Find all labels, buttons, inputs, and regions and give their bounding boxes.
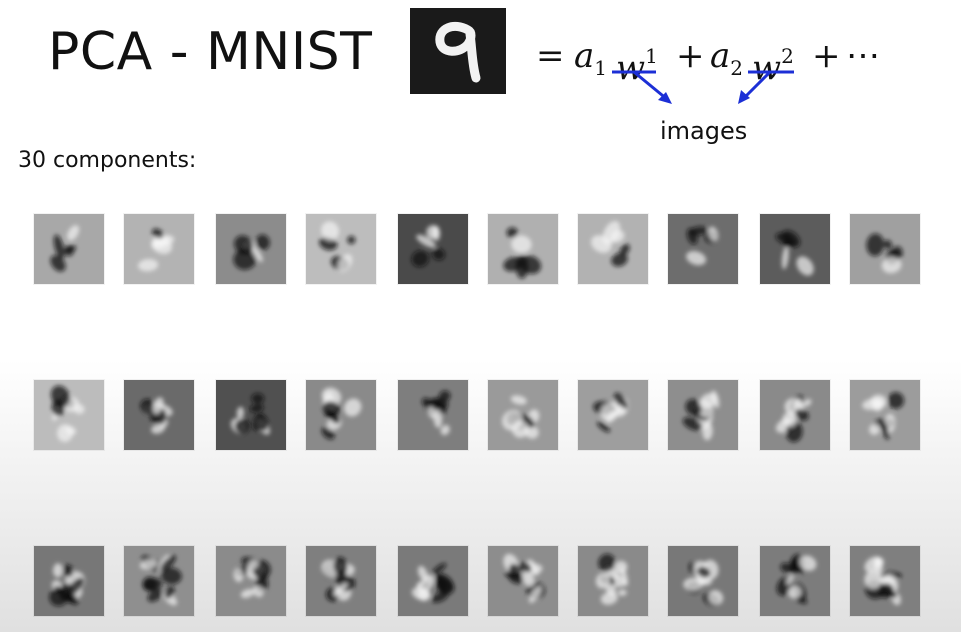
- component-tile: [216, 546, 286, 616]
- component-tile: [34, 214, 104, 284]
- component-pattern: [862, 392, 905, 440]
- component-pattern: [139, 554, 182, 606]
- ellipsis: ⋯: [846, 36, 880, 76]
- component-tile: [578, 546, 648, 616]
- component-pattern: [682, 390, 720, 441]
- w2-arrow-line: [742, 70, 772, 100]
- w1-symbol: w: [616, 48, 646, 88]
- component-pattern: [233, 556, 271, 598]
- component-tile: [216, 214, 286, 284]
- w2-arrow-head-icon: [738, 90, 750, 104]
- component-tile: [398, 546, 468, 616]
- a2-subscript: 2: [730, 56, 744, 80]
- handwritten-nine-icon: [435, 22, 481, 83]
- component-tile: [668, 214, 738, 284]
- component-pattern: [230, 393, 270, 435]
- component-pattern: [686, 226, 719, 266]
- component-w2: w2: [752, 30, 794, 94]
- component-tile: [306, 546, 376, 616]
- w2-superscript: 2: [781, 44, 794, 68]
- component-tile: [306, 214, 376, 284]
- plus-sign-2: +: [812, 36, 841, 76]
- component-tile: [668, 546, 738, 616]
- component-tile: [398, 214, 468, 284]
- a1-subscript: 1: [594, 56, 608, 80]
- component-tile: [850, 380, 920, 450]
- component-pattern: [590, 221, 630, 267]
- component-tile: [34, 380, 104, 450]
- w2-symbol: w: [752, 48, 782, 88]
- w1-superscript: 1: [645, 44, 658, 68]
- w1-arrow-line: [633, 70, 669, 102]
- component-tile: [488, 546, 558, 616]
- component-pattern: [321, 387, 362, 440]
- example-digit-image: [410, 8, 506, 94]
- component-pattern: [411, 563, 455, 603]
- a2-symbol: a: [710, 36, 731, 76]
- component-tile: [668, 380, 738, 450]
- component-tile: [216, 380, 286, 450]
- component-pattern: [775, 230, 814, 276]
- annotation-arrows: [612, 70, 794, 104]
- component-pattern: [592, 392, 629, 433]
- component-pattern: [319, 221, 356, 272]
- component-tile: [760, 380, 830, 450]
- component-tile: [760, 214, 830, 284]
- component-tile: [578, 380, 648, 450]
- pca-equation: = a1 w1 + a2 w2 + ⋯ images: [0, 0, 961, 160]
- coefficient-a2: a2: [710, 30, 743, 94]
- component-tile: [578, 214, 648, 284]
- a1-symbol: a: [574, 36, 595, 76]
- images-annotation: images: [660, 117, 748, 145]
- component-tile: [850, 214, 920, 284]
- component-pattern: [775, 395, 812, 443]
- component-tile: [124, 214, 194, 284]
- component-tile: [488, 380, 558, 450]
- component-tile: [34, 546, 104, 616]
- component-pattern: [411, 225, 445, 267]
- component-pattern: [503, 227, 542, 279]
- component-pattern: [503, 553, 546, 603]
- component-pattern: [866, 233, 903, 274]
- component-pattern: [50, 225, 80, 272]
- component-tile: [306, 380, 376, 450]
- component-tile: [124, 380, 194, 450]
- component-pattern: [776, 553, 817, 604]
- component-tile: [850, 546, 920, 616]
- component-pattern: [49, 563, 86, 607]
- components-caption: 30 components:: [18, 148, 197, 173]
- plus-sign-1: +: [676, 36, 705, 76]
- component-pattern: [864, 556, 902, 606]
- coefficient-a1: a1: [574, 30, 607, 94]
- slide-title: PCA - MNIST: [48, 22, 373, 82]
- component-pattern: [233, 234, 270, 270]
- component-tile: [398, 380, 468, 450]
- component-tile: [488, 214, 558, 284]
- w1-arrow-head-icon: [658, 92, 672, 104]
- equals-sign: =: [536, 36, 565, 76]
- component-pattern: [421, 390, 451, 436]
- component-w1: w1: [616, 30, 658, 94]
- component-pattern: [595, 553, 629, 605]
- component-tile: [760, 546, 830, 616]
- component-pattern: [502, 395, 540, 439]
- component-pattern: [138, 228, 175, 272]
- component-tile: [124, 546, 194, 616]
- component-pattern: [683, 559, 724, 607]
- component-pattern: [321, 556, 356, 602]
- component-pattern: [50, 385, 85, 442]
- component-pattern: [140, 397, 173, 434]
